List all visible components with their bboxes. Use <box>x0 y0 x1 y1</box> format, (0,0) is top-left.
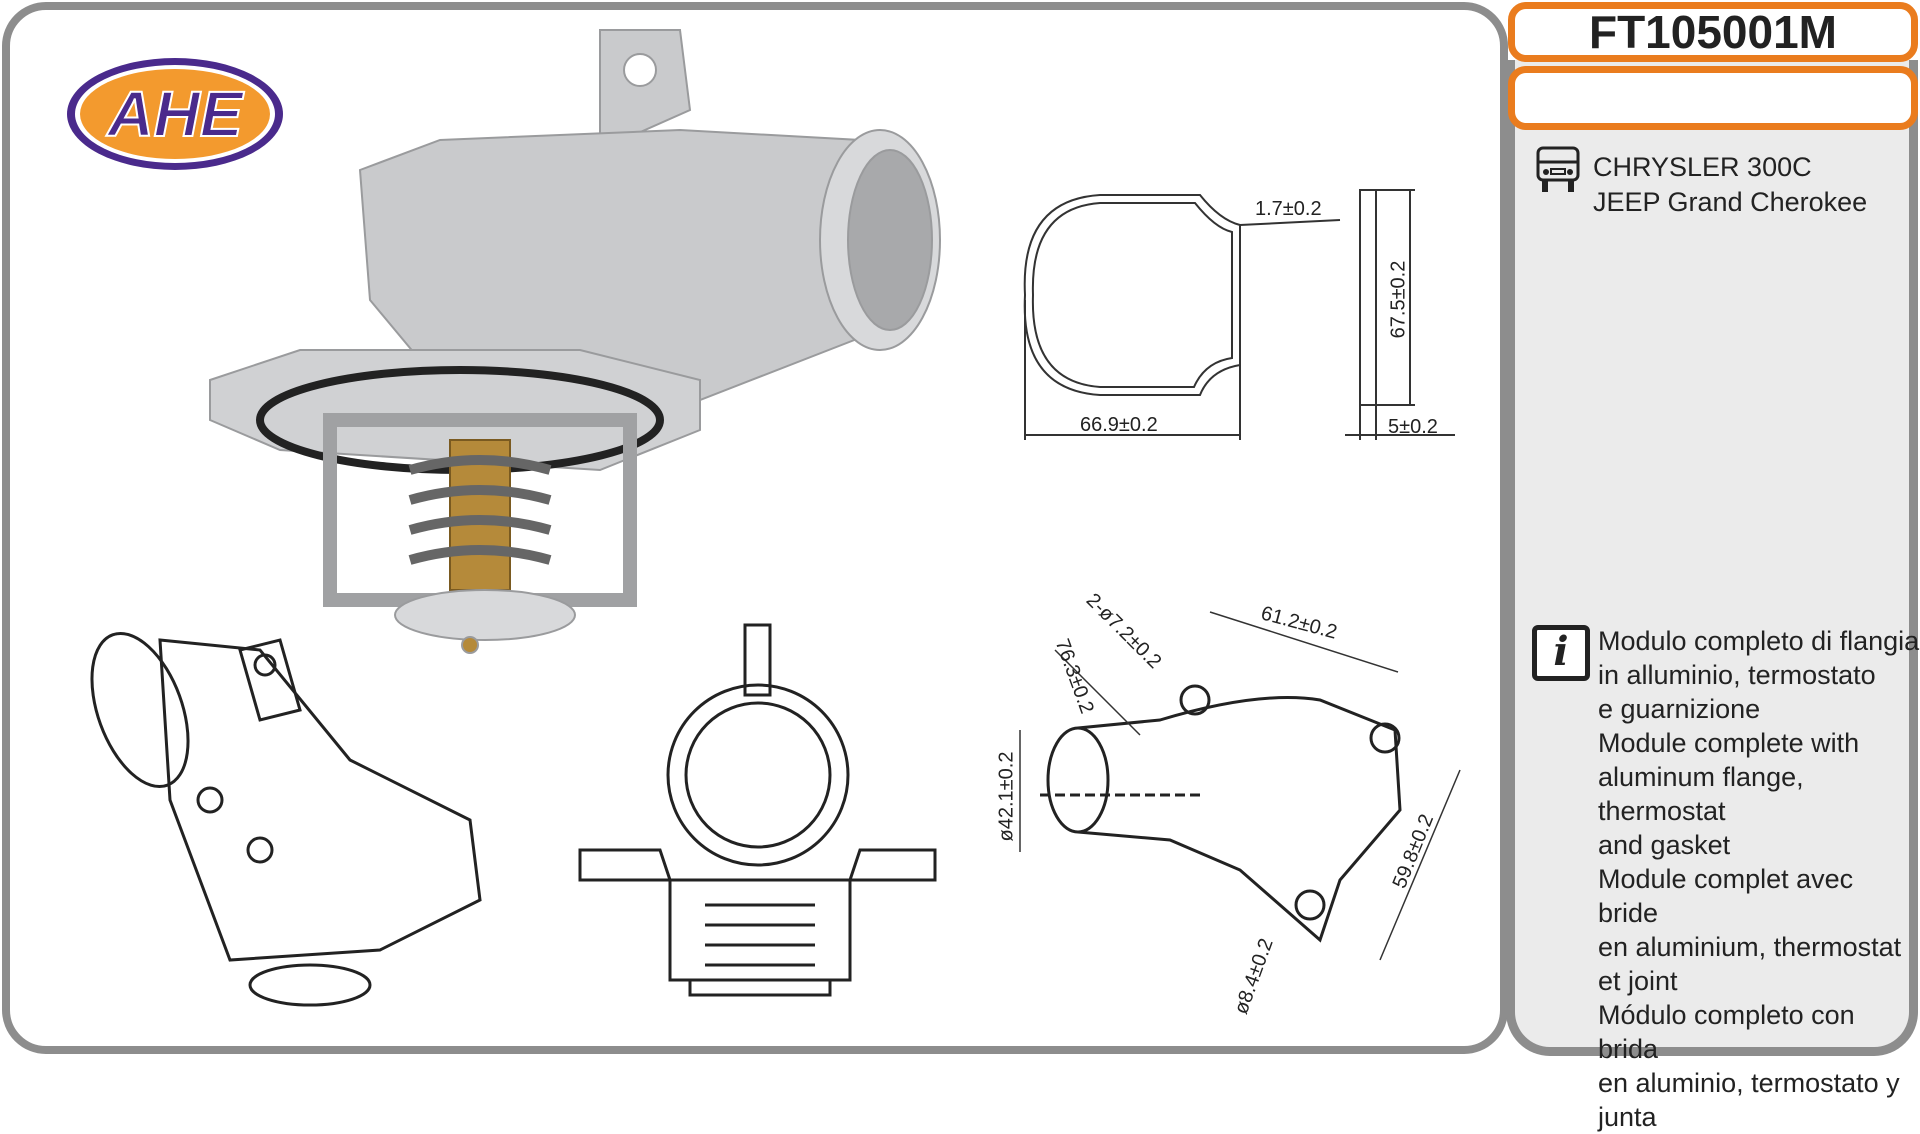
line-drawing-top <box>1040 684 1402 943</box>
dim-outlet-diameter: ø42.1±0.2 <box>995 751 1018 842</box>
vehicle-list: CHRYSLER 300C JEEP Grand Cherokee <box>1593 150 1867 220</box>
vehicle-item: CHRYSLER 300C <box>1593 152 1812 182</box>
car-front-icon <box>1536 146 1580 192</box>
ahe-logo: AHE <box>67 58 283 170</box>
svg-text:AHE: AHE <box>105 78 244 150</box>
dim-gasket-width: 66.9±0.2 <box>1080 414 1158 436</box>
line-drawing-iso <box>90 631 482 1007</box>
info-icon: i <box>1532 625 1590 681</box>
part-number: FT105001M <box>1508 2 1918 62</box>
thermostat-photo <box>209 29 941 654</box>
dim-gasket-height: 67.5±0.2 <box>1387 260 1410 339</box>
line-drawing-front <box>578 623 937 997</box>
dim-gasket-thickness: 5±0.2 <box>1388 416 1438 438</box>
gasket-drawing <box>1023 189 1455 440</box>
info-panel <box>1506 60 1918 1056</box>
product-illustrations <box>90 29 1461 1007</box>
vehicle-item: JEEP Grand Cherokee <box>1593 187 1868 217</box>
dim-gasket-wire: 1.7±0.2 <box>1255 198 1322 220</box>
subtitle-box <box>1508 66 1918 130</box>
dimension-lines <box>1019 611 1461 961</box>
